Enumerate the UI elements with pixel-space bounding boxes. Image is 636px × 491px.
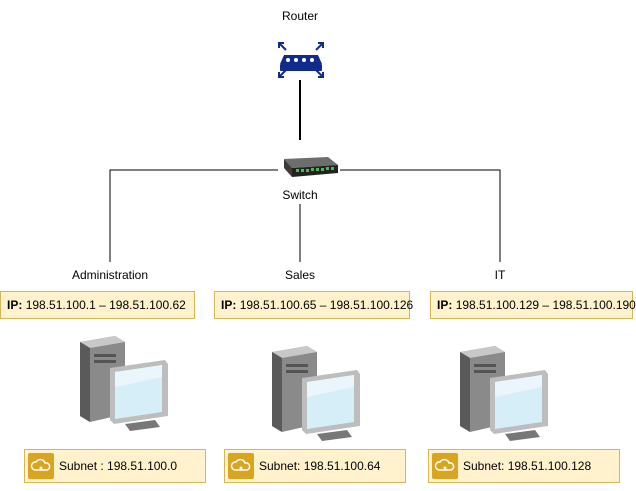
cloud-subnet-icon <box>28 453 54 479</box>
ip-range: 198.51.100.1 – 198.51.100.62 <box>25 298 186 312</box>
router-icon[interactable] <box>276 40 326 80</box>
cloud-subnet-icon <box>228 453 254 479</box>
subnet-box-it: Subnet: 198.51.100.128 <box>428 449 620 483</box>
cloud-subnet-icon <box>432 453 458 479</box>
router-label: Router <box>281 9 319 23</box>
workstation-icon[interactable] <box>450 342 550 442</box>
subnet-box-administration: Subnet : 198.51.100.0 <box>24 449 206 483</box>
subnet-box-sales: Subnet: 198.51.100.64 <box>224 449 406 483</box>
ip-prefix: IP: <box>437 298 453 312</box>
ip-range-box-it: IP: 198.51.100.129 – 198.51.100.190 <box>430 291 636 319</box>
ip-prefix: IP: <box>221 298 237 312</box>
department-label-sales: Sales <box>284 268 316 282</box>
department-label-it: IT <box>494 268 506 282</box>
workstation-icon[interactable] <box>262 342 362 442</box>
department-label-administration: Administration <box>71 268 149 282</box>
workstation-icon[interactable] <box>70 332 170 432</box>
subnet-label: Subnet: 198.51.100.64 <box>259 459 381 473</box>
ip-range: 198.51.100.65 – 198.51.100.126 <box>239 298 414 312</box>
switch-icon[interactable] <box>278 155 340 183</box>
subnet-label: Subnet : 198.51.100.0 <box>59 459 178 473</box>
switch-label: Switch <box>282 188 318 202</box>
ip-range: 198.51.100.129 – 198.51.100.190 <box>455 298 636 312</box>
ip-range-box-sales: IP: 198.51.100.65 – 198.51.100.126 <box>214 291 413 319</box>
ip-range-box-administration: IP: 198.51.100.1 – 198.51.100.62 <box>0 291 195 319</box>
ip-prefix: IP: <box>7 298 23 312</box>
subnet-label: Subnet: 198.51.100.128 <box>463 459 592 473</box>
